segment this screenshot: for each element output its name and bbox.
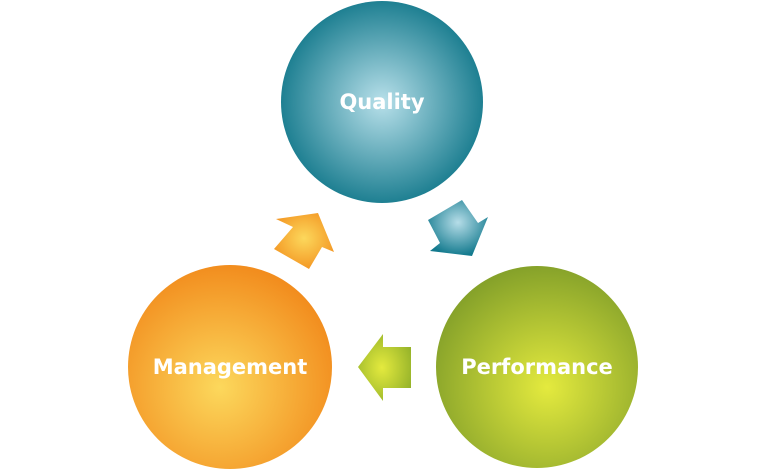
node-management: Management	[128, 265, 332, 469]
performance-label: Performance	[461, 355, 613, 379]
arrow-quality-to-performance-icon	[428, 200, 488, 256]
node-performance: Performance	[436, 266, 638, 468]
performance-circle	[436, 266, 638, 468]
arrow-management-to-quality-icon	[274, 213, 334, 269]
arrow-performance-to-management-icon	[358, 334, 411, 401]
quality-label: Quality	[339, 90, 424, 114]
node-quality: Quality	[281, 1, 483, 203]
quality-circle	[281, 1, 483, 203]
management-label: Management	[153, 355, 308, 379]
management-circle	[128, 265, 332, 469]
